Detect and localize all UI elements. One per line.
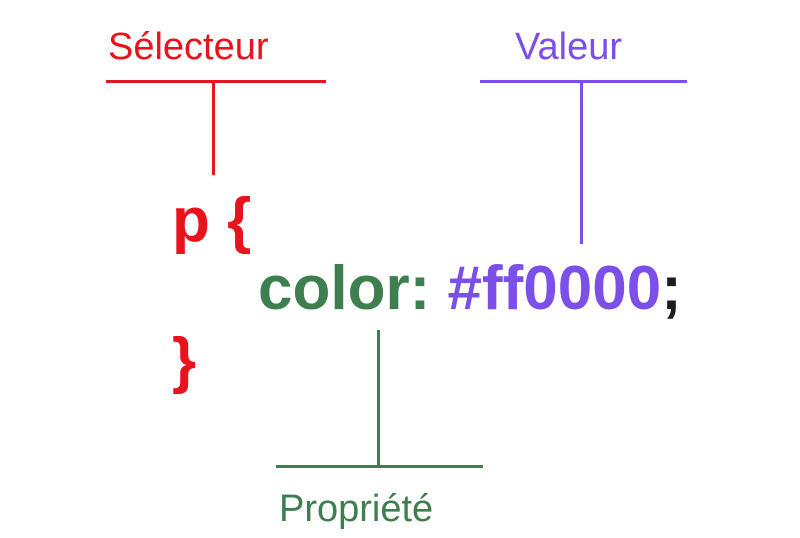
selector-connector [212, 82, 215, 175]
value-connector [580, 82, 583, 244]
code-selector-line: p { [172, 186, 252, 255]
code-closing-brace: } [172, 326, 197, 395]
selector-underline [106, 80, 326, 83]
property-label: Propriété [279, 488, 434, 530]
code-semicolon: ; [661, 254, 682, 323]
code-value: #ff0000 [447, 254, 662, 323]
selector-label: Sélecteur [108, 26, 269, 68]
code-declaration-line: color: #ff0000; [258, 258, 682, 320]
property-underline [276, 465, 483, 468]
code-property: color: [258, 254, 431, 323]
value-underline [480, 80, 687, 83]
value-label: Valeur [515, 26, 623, 68]
code-space [430, 254, 447, 323]
property-connector [377, 330, 380, 466]
